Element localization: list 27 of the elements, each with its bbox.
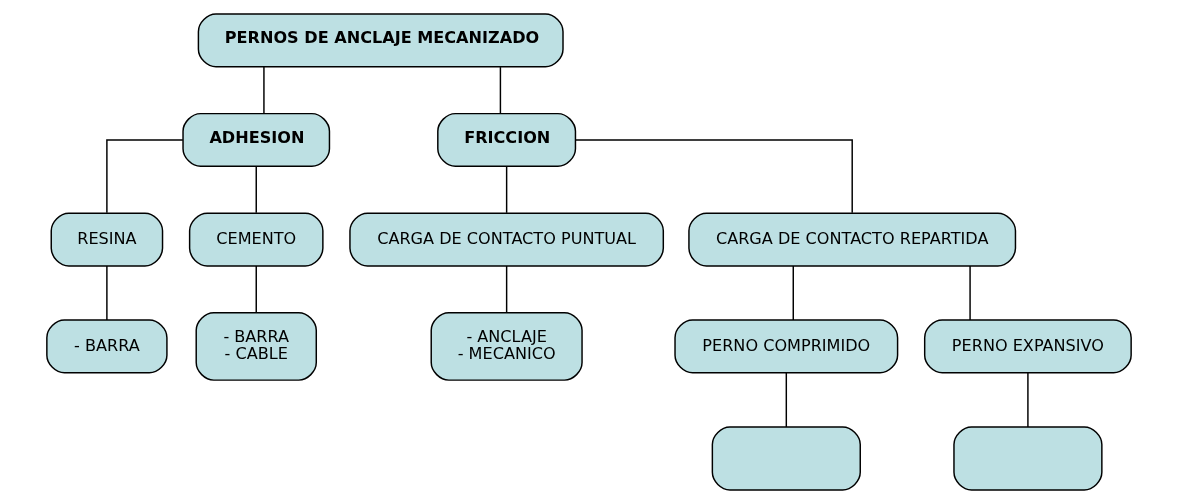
node-box: - BARRA - CABLE [195, 312, 317, 381]
node-box [711, 426, 861, 491]
node-box: - BARRA [45, 319, 168, 374]
node-box: PERNO EXPANSIVO [923, 319, 1132, 374]
connector [255, 165, 257, 214]
connector [792, 265, 794, 321]
connector [505, 265, 507, 314]
connector [499, 66, 501, 114]
connector [505, 165, 507, 214]
connector [574, 139, 853, 214]
node-box: CARGA DE CONTACTO REPARTIDA [687, 212, 1016, 267]
connector [262, 66, 265, 114]
node-box [952, 426, 1103, 491]
connector [255, 265, 257, 314]
node-box: FRICCION [436, 112, 576, 168]
node-box: PERNO COMPRIMIDO [673, 319, 898, 374]
connector [785, 372, 787, 428]
node-box: CARGA DE CONTACTO PUNTUAL [348, 212, 664, 267]
node-box: PERNOS DE ANCLAJE MECANIZADO [197, 13, 564, 68]
connector [105, 139, 184, 214]
connector [1026, 372, 1029, 428]
connector [105, 265, 108, 321]
node-box: - ANCLAJE - MECANICO [430, 312, 583, 381]
node-box: ADHESION [181, 112, 330, 168]
connector [968, 265, 971, 321]
node-box: CEMENTO [188, 212, 324, 267]
node-box: RESINA [50, 212, 163, 267]
